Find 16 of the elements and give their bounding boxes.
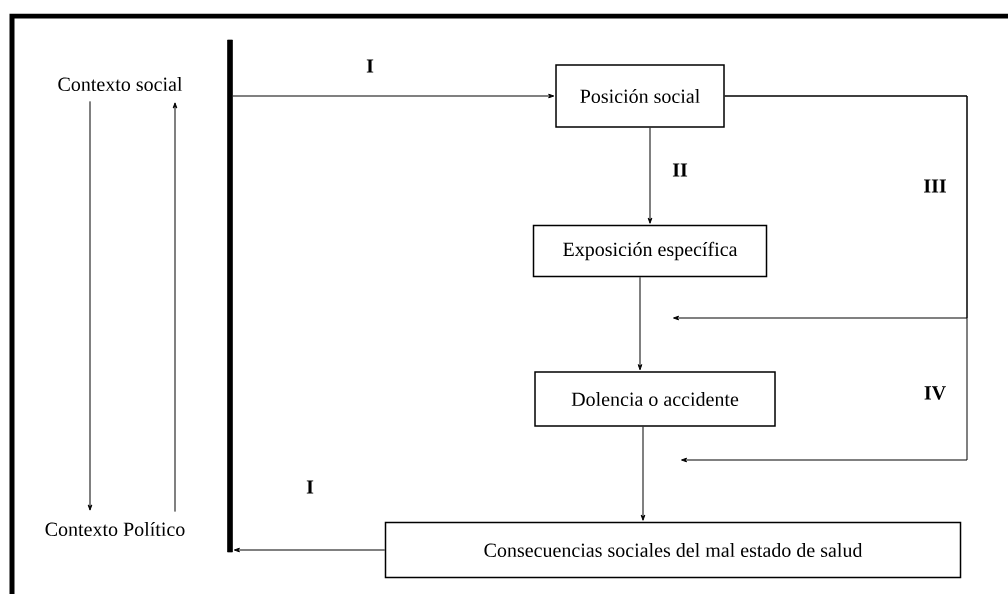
process-box: Dolencia o accidente: [534, 371, 776, 427]
context-label: Contexto social: [58, 76, 183, 92]
arrow: [233, 547, 386, 553]
arrow: [681, 95, 968, 463]
edge-label: I: [364, 57, 376, 75]
arrow: [87, 100, 93, 511]
process-box: Consecuencias sociales del mal estado de salud: [384, 521, 962, 579]
arrow: [640, 426, 646, 521]
arrow: [232, 93, 555, 99]
process-box: Exposición específica: [532, 224, 768, 278]
edge-label: I: [304, 478, 316, 496]
arrow: [647, 127, 653, 224]
arrow: [637, 276, 643, 371]
process-box: Posición social: [555, 64, 725, 128]
arrow: [172, 102, 178, 513]
context-label: Contexto Político: [45, 521, 185, 537]
